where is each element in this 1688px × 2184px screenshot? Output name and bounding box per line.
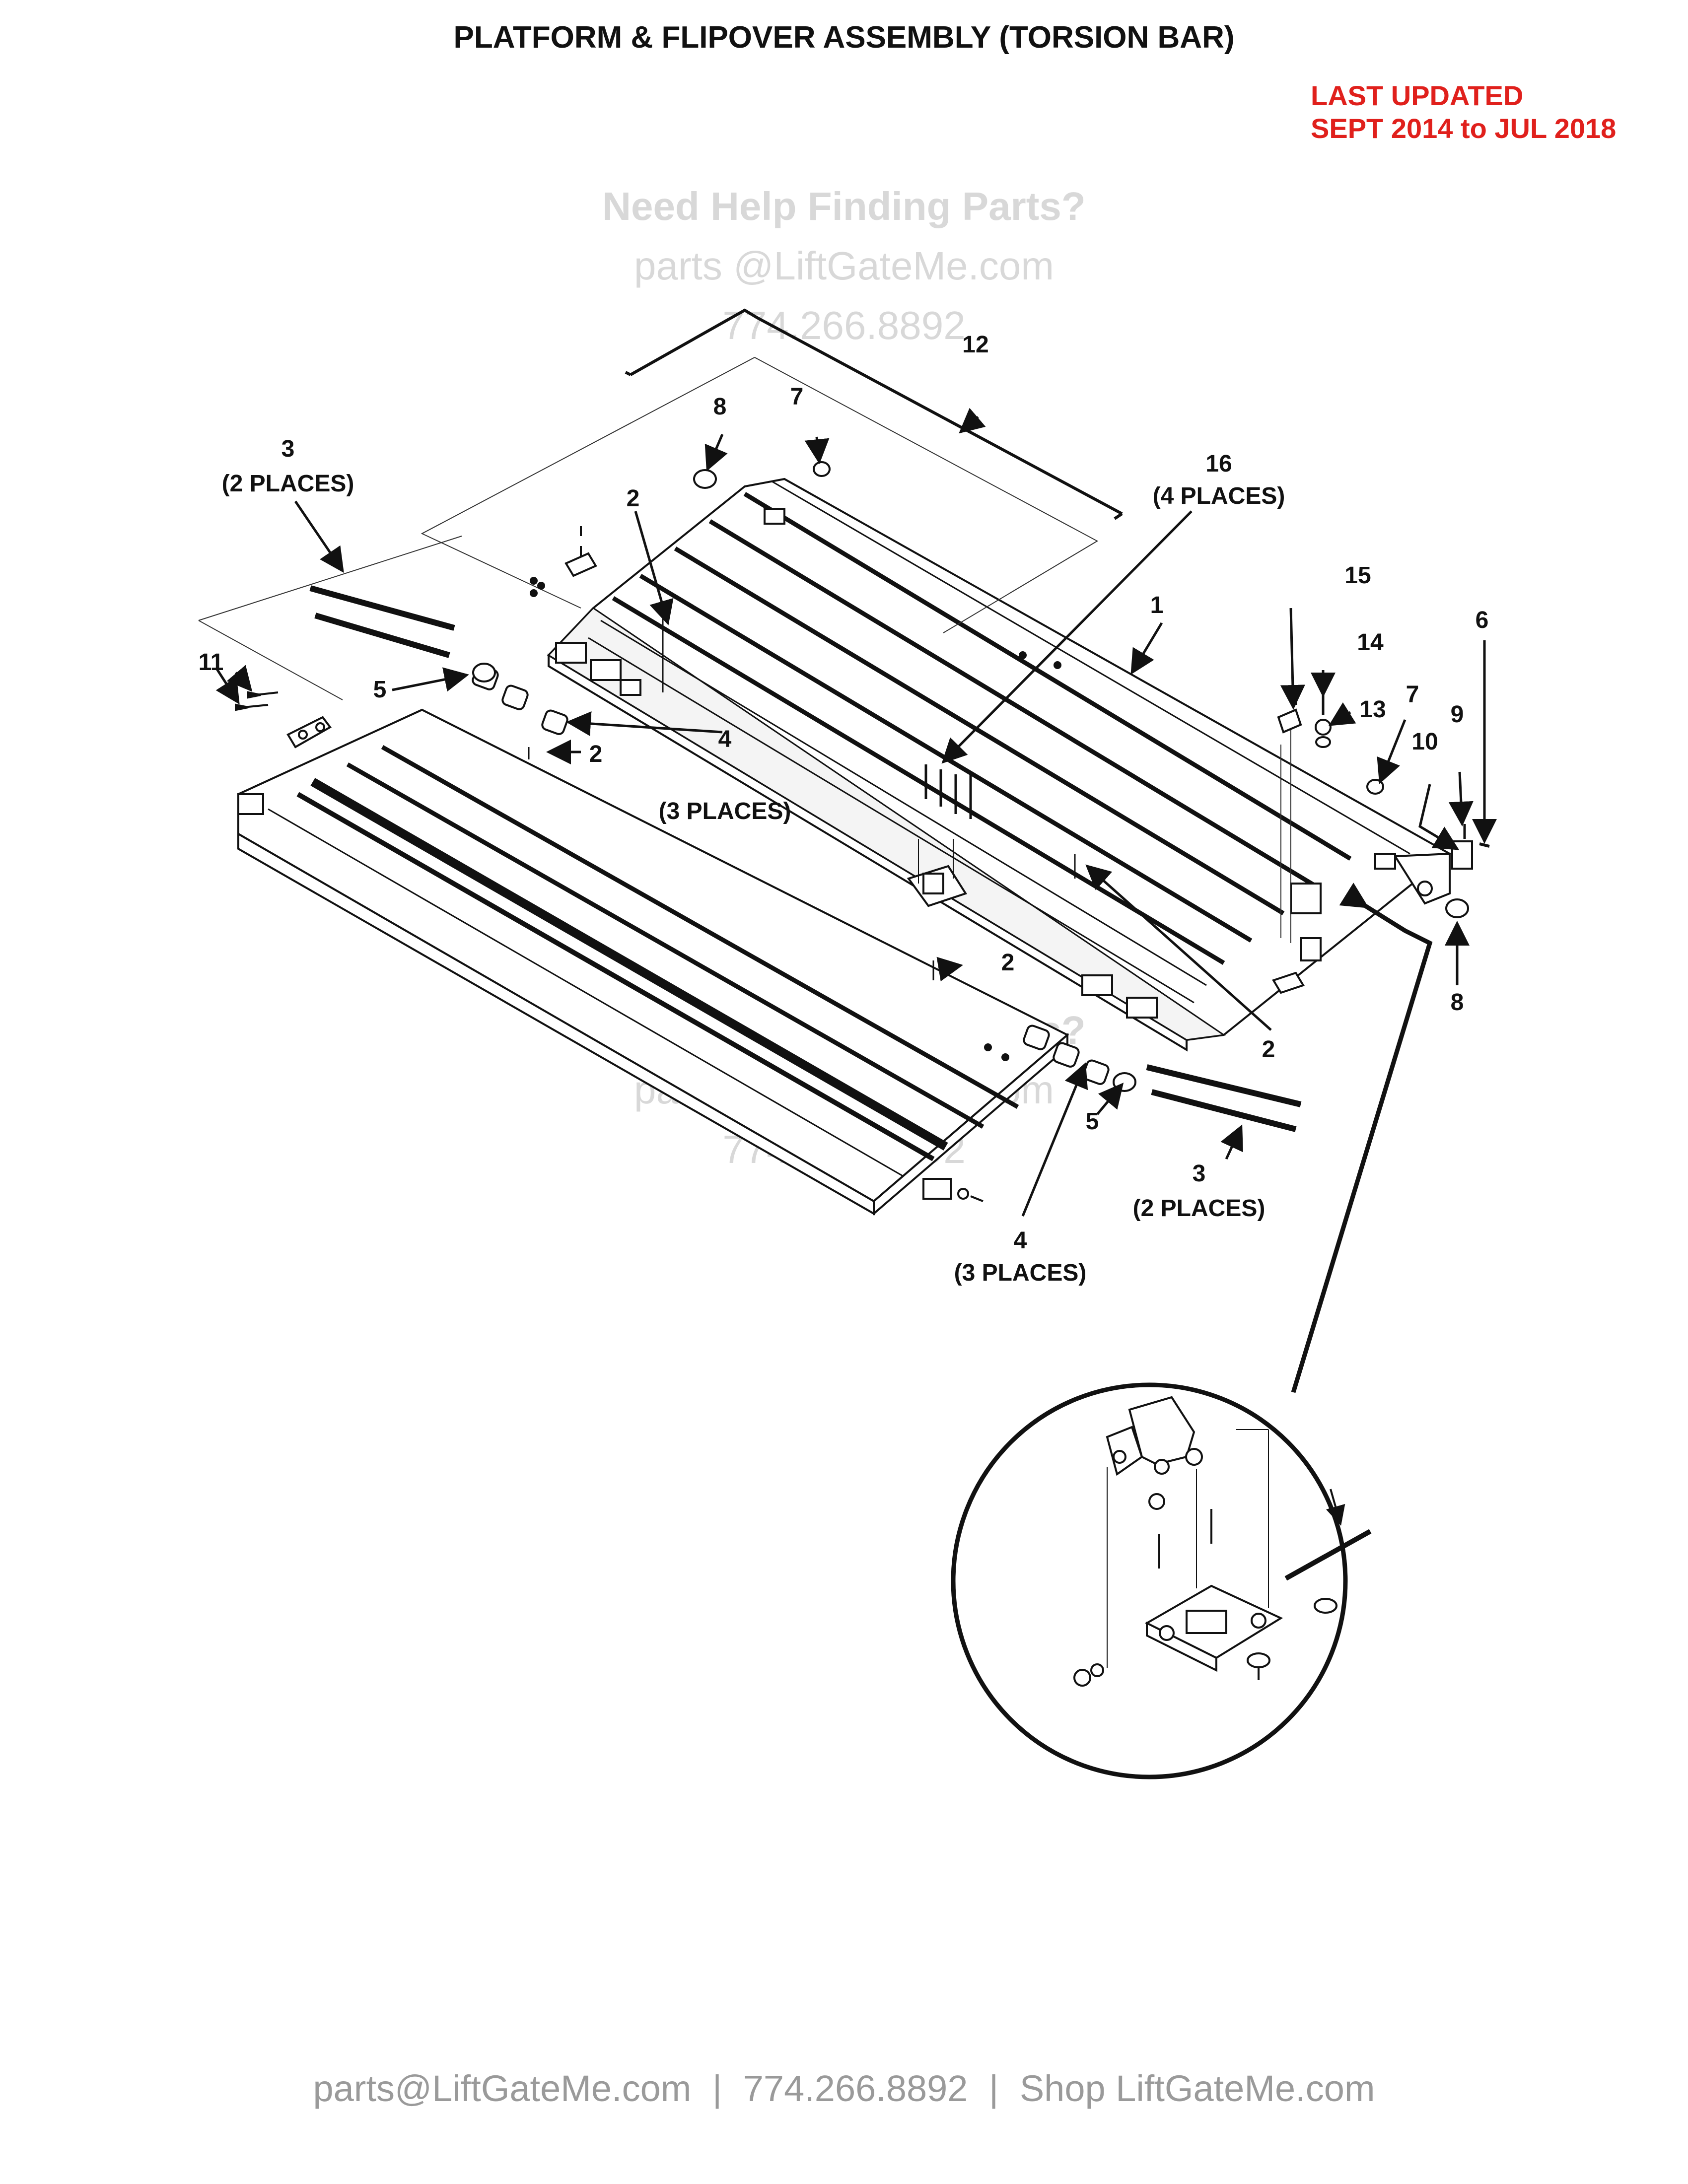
footer-phone[interactable]: 774.266.8892 <box>743 2068 968 2109</box>
bushings-left <box>472 663 568 735</box>
footer-shop-link[interactable]: Shop LiftGateMe.com <box>1019 2068 1375 2109</box>
callout-14: 14 <box>1357 629 1384 656</box>
callout-15: 15 <box>1344 562 1371 589</box>
hinge-block-left <box>235 691 332 749</box>
flipover-platform <box>237 708 1069 1216</box>
footer-separator-1: | <box>712 2068 722 2109</box>
callout-3-left: 3 <box>281 436 295 462</box>
callout-8-right: 8 <box>1451 989 1464 1016</box>
detail-callout <box>951 883 1433 1779</box>
callout-2-top: 2 <box>627 485 640 512</box>
callout-11: 11 <box>199 649 224 676</box>
watermark-phone: 774.266.8892 <box>722 303 966 347</box>
callout-5-left: 5 <box>373 677 387 703</box>
leader-lines-plain <box>528 615 1076 980</box>
callout-3-left-places: (2 PLACES) <box>222 471 354 497</box>
small-parts <box>530 461 1490 994</box>
last-updated-range: SEPT 2014 to JUL 2018 <box>1311 113 1617 144</box>
watermark-help: Need Help Finding Parts? <box>602 184 1086 228</box>
callout-12: 12 <box>962 332 988 358</box>
callout-4-left: 4 <box>718 726 732 752</box>
callout-5-right: 5 <box>1086 1108 1099 1135</box>
callout-2-right: 2 <box>1262 1036 1275 1063</box>
callout-4-right: 4 <box>1014 1228 1027 1254</box>
page-title: PLATFORM & FLIPOVER ASSEMBLY (TORSION BA… <box>453 20 1235 55</box>
last-updated-label: LAST UPDATED <box>1311 80 1524 111</box>
platform-main <box>547 478 1452 1052</box>
callout-7-right: 7 <box>1406 682 1419 708</box>
footer-email[interactable]: parts@LiftGateMe.com <box>313 2068 692 2109</box>
footer-contact: parts@LiftGateMe.com | 774.266.8892 | Sh… <box>0 2067 1688 2110</box>
callout-16-places: (4 PLACES) <box>1153 483 1285 509</box>
callout-8-top: 8 <box>713 394 727 420</box>
rod-item-12 <box>625 308 1123 520</box>
callout-2-mid: 2 <box>1001 950 1015 976</box>
callout-2-left: 2 <box>589 741 603 767</box>
torsion-bars <box>309 585 1302 1132</box>
callout-4-left-places: (3 PLACES) <box>659 798 791 824</box>
watermark-email: parts @LiftGateMe.com <box>634 244 1054 288</box>
callout-3-right-places: (2 PLACES) <box>1133 1195 1266 1222</box>
callout-labels: 12 8 7 3 (2 PLACES) 16 (4 PLACES) 2 1 15… <box>199 332 1489 1286</box>
callout-13: 13 <box>1359 696 1386 723</box>
footer-separator-2: | <box>989 2068 999 2109</box>
callout-1: 1 <box>1150 592 1164 618</box>
callout-7-top: 7 <box>790 384 804 410</box>
phantom-outline <box>198 357 1291 943</box>
leader-lines <box>214 408 1497 1217</box>
callout-4-right-places: (3 PLACES) <box>954 1260 1087 1286</box>
callout-3-right: 3 <box>1193 1160 1206 1187</box>
callout-6: 6 <box>1476 607 1489 633</box>
callout-16: 16 <box>1205 451 1232 477</box>
callout-9: 9 <box>1451 701 1464 728</box>
callout-10: 10 <box>1411 729 1438 755</box>
